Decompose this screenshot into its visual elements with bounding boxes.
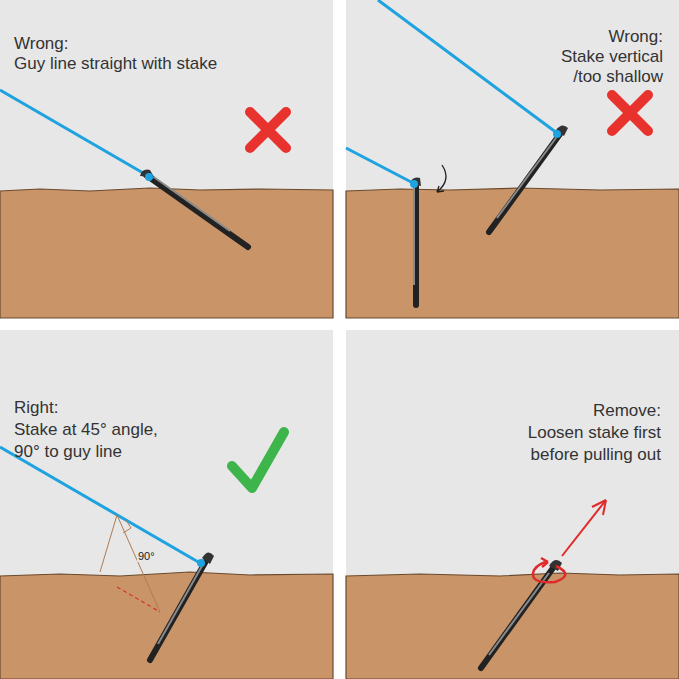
caption-text: Loosen stake first: [528, 423, 661, 443]
angle-label: 90°: [137, 550, 156, 562]
caption-text: Wrong:: [609, 27, 664, 47]
caption-text: Stake vertical: [561, 47, 663, 67]
caption-text: /too shallow: [573, 67, 663, 87]
caption-text: Stake at 45° angle,: [14, 420, 158, 440]
caption-text: 90° to guy line: [14, 442, 122, 462]
caption-text: Wrong:: [14, 34, 69, 54]
caption-text: before pulling out: [531, 445, 661, 465]
caption-text: Guy line straight with stake: [14, 54, 217, 74]
caption-text: Remove:: [593, 401, 661, 421]
caption-text: Right:: [14, 398, 58, 418]
